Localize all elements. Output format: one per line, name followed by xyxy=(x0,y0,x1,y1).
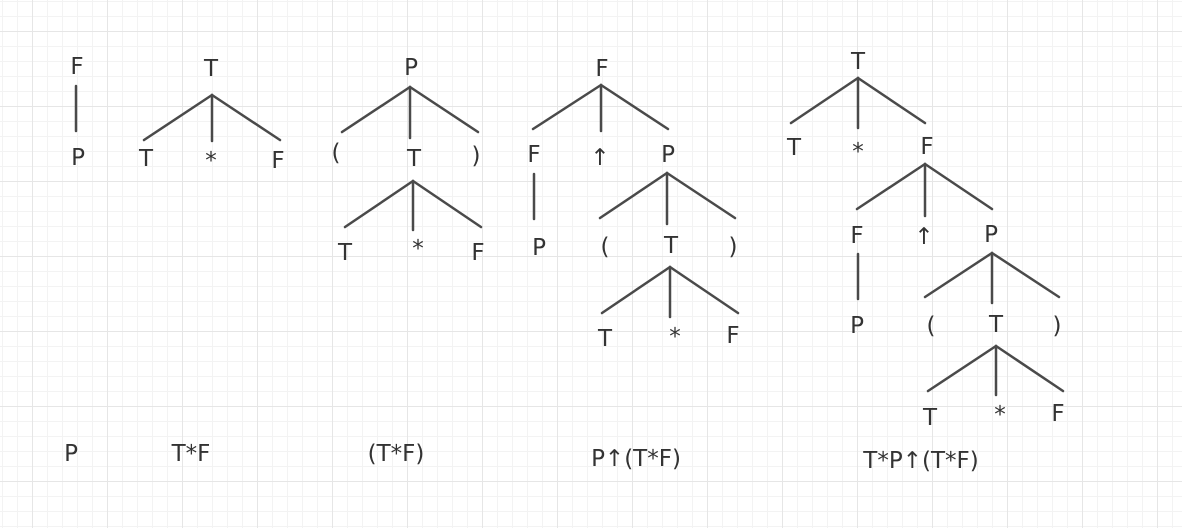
parse-tree-5: T T * F F ↑ P P ( T ) T * F T*P↑(T*F) xyxy=(786,49,1065,474)
tree-edge xyxy=(665,171,737,220)
tree-edge xyxy=(411,179,483,229)
tree-edge xyxy=(789,76,860,125)
tree-node-t: T xyxy=(663,233,679,259)
tree-node-t: T xyxy=(988,312,1004,338)
tree-node-p: P xyxy=(984,222,998,248)
tree-node-f: F xyxy=(471,240,484,266)
tree-node-t: T xyxy=(597,326,613,352)
tree-node-lparen: ( xyxy=(601,234,610,260)
tree-edge xyxy=(923,251,994,299)
tree-node-t: T xyxy=(786,135,802,161)
tree-node-star: * xyxy=(994,402,1006,428)
derivation-caption-5: T*P↑(T*F) xyxy=(862,448,978,474)
derivation-caption-2: T*F xyxy=(171,441,211,467)
tree-edge xyxy=(531,83,603,131)
tree-edge xyxy=(142,93,214,142)
tree-node-star: * xyxy=(852,139,864,165)
parse-tree-4: F F ↑ P P ( T ) T * F P↑(T*F) xyxy=(527,56,739,472)
tree-edge xyxy=(210,93,282,142)
tree-node-f: F xyxy=(850,223,863,249)
derivation-caption-4: P↑(T*F) xyxy=(591,446,681,472)
tree-node-f: F xyxy=(527,142,540,168)
tree-edge xyxy=(990,251,1061,299)
tree-node-star: * xyxy=(205,148,217,174)
tree-node-p: P xyxy=(532,235,546,261)
tree-edge xyxy=(923,162,994,211)
tree-edge xyxy=(668,265,740,315)
tree-node-f: F xyxy=(271,148,284,174)
tree-node-p: P xyxy=(850,313,864,339)
tree-node-t: T xyxy=(138,146,154,172)
parse-tree-2: T T * F T*F xyxy=(138,56,285,467)
parse-tree-1: F P P xyxy=(64,54,85,467)
tree-edge xyxy=(340,85,412,134)
derivation-caption-1: P xyxy=(64,441,78,467)
tree-node-root: T xyxy=(203,56,219,82)
tree-node-f: F xyxy=(726,323,739,349)
tree-node-lparen: ( xyxy=(927,313,936,339)
tree-edge xyxy=(855,162,927,211)
tree-node-f: F xyxy=(1051,401,1064,427)
parse-tree-3: P ( T ) T * F (T*F) xyxy=(332,55,485,467)
tree-edge xyxy=(599,83,670,131)
tree-node-lparen: ( xyxy=(332,140,341,166)
tree-node-leaf: P xyxy=(71,145,85,171)
tree-node-root: P xyxy=(404,55,418,81)
tree-node-arrow: ↑ xyxy=(914,224,933,250)
tree-edge xyxy=(926,344,998,393)
tree-edge xyxy=(408,85,480,134)
tree-edge xyxy=(343,179,415,229)
tree-edge xyxy=(600,265,672,315)
tree-node-root: F xyxy=(70,54,83,80)
tree-edge xyxy=(856,76,927,125)
tree-edge xyxy=(994,344,1065,393)
tree-node-t: T xyxy=(922,405,938,431)
tree-node-rparen: ) xyxy=(472,143,481,169)
derivation-caption-3: (T*F) xyxy=(368,441,425,467)
tree-node-star: * xyxy=(669,324,681,350)
tree-node-t: T xyxy=(406,146,422,172)
tree-node-t: T xyxy=(337,240,353,266)
tree-node-rparen: ) xyxy=(1053,313,1062,339)
tree-node-arrow: ↑ xyxy=(590,145,609,171)
tree-node-root: F xyxy=(595,56,608,82)
tree-node-star: * xyxy=(412,236,424,262)
tree-node-p: P xyxy=(661,142,675,168)
tree-node-root: T xyxy=(850,49,866,75)
tree-node-f: F xyxy=(920,134,933,160)
tree-edge xyxy=(598,171,669,220)
tree-node-rparen: ) xyxy=(729,234,738,260)
